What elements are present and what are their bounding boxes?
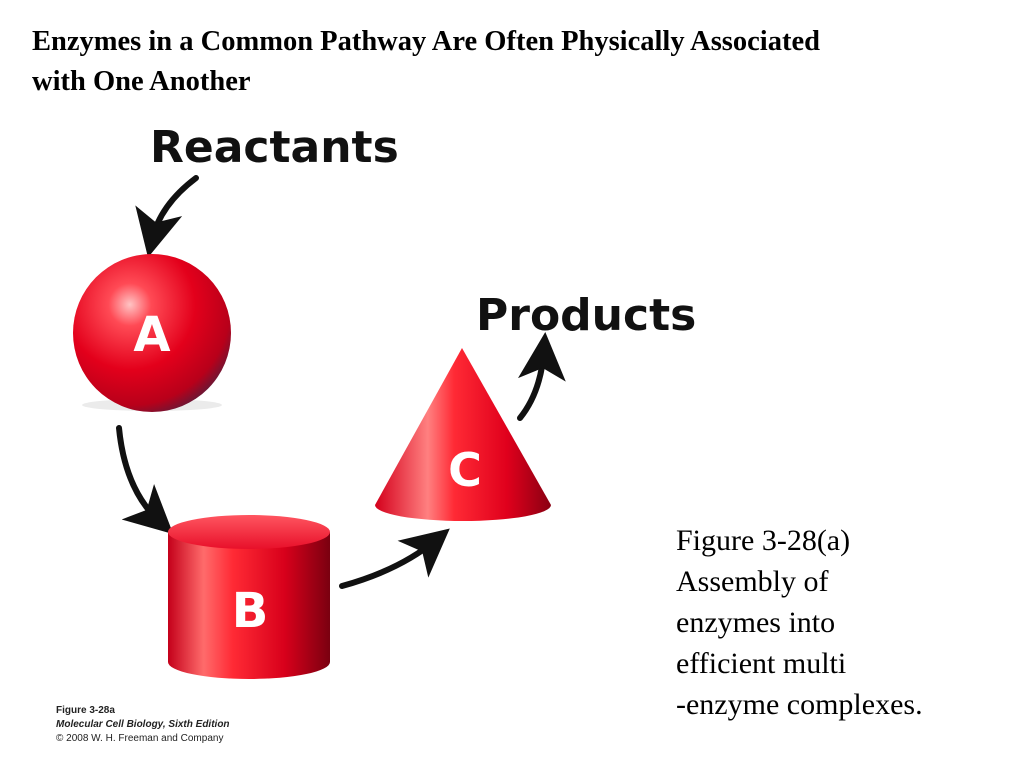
caption-line-4: efficient multi <box>676 647 847 680</box>
credit-figure-number: Figure 3-28a <box>56 705 115 716</box>
slide-title-line-2: with One Another <box>32 66 251 97</box>
figure-caption: Figure 3-28(a) Assembly of enzymes into … <box>676 520 996 725</box>
arrow-reactants-to-a <box>135 175 199 258</box>
caption-line-1: Figure 3-28(a) <box>676 524 851 557</box>
enzyme-c-letter: C <box>448 443 482 497</box>
slide-title: Enzymes in a Common Pathway Are Often Ph… <box>32 22 1002 102</box>
arrow-b-to-c <box>339 528 450 589</box>
credit-copyright: © 2008 W. H. Freeman and Company <box>56 733 224 744</box>
slide-title-line-1: Enzymes in a Common Pathway Are Often Ph… <box>32 26 820 57</box>
enzyme-c-cone: C <box>375 348 551 521</box>
enzyme-b-cylinder: B <box>168 515 330 679</box>
products-label: Products <box>476 290 696 341</box>
arrow-c-to-products <box>517 332 566 421</box>
credit-book-title: Molecular Cell Biology, Sixth Edition <box>56 719 230 730</box>
reactants-label: Reactants <box>150 122 399 173</box>
figure-credit: Figure 3-28a Molecular Cell Biology, Six… <box>56 704 316 746</box>
caption-line-2: Assembly of <box>676 565 829 598</box>
enzyme-a-letter: A <box>133 307 170 363</box>
enzyme-a-sphere: A <box>73 254 231 412</box>
enzyme-b-letter: B <box>232 583 269 639</box>
caption-line-5: -enzyme complexes. <box>676 688 923 721</box>
arrow-a-to-b <box>116 425 174 535</box>
caption-line-3: enzymes into <box>676 606 836 639</box>
